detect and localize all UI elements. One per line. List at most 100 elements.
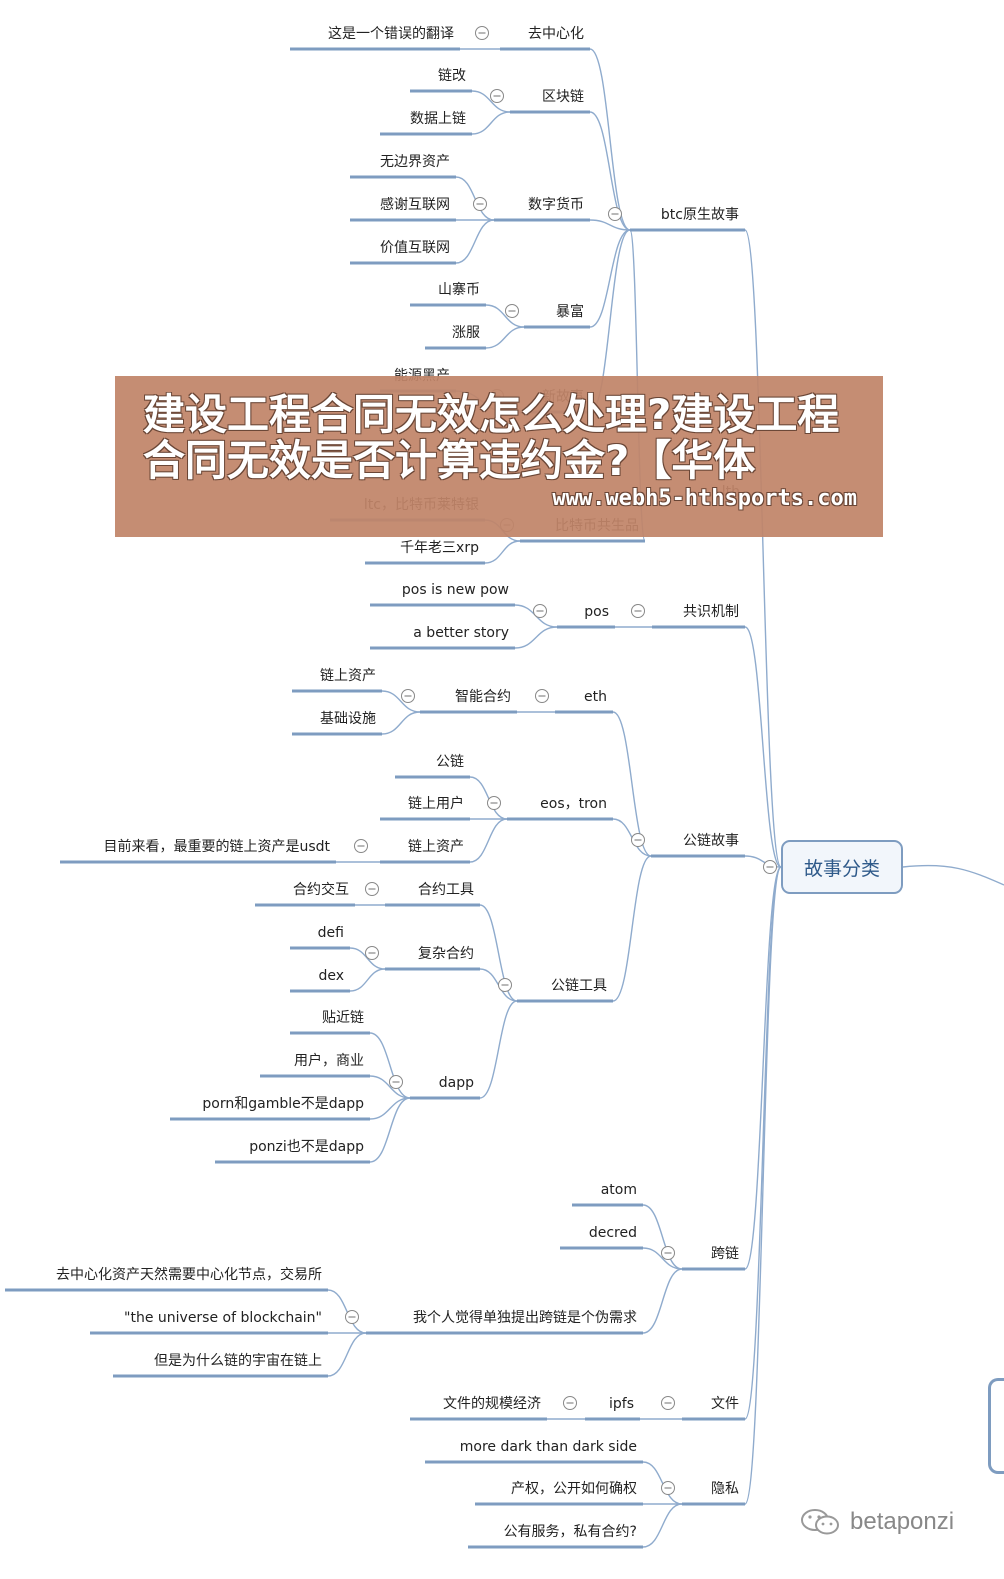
branch-glgj-dapp — [479, 1000, 518, 1099]
node-better[interactable]: a better story — [413, 625, 509, 641]
node-gxhlw[interactable]: 感谢互联网 — [380, 196, 450, 213]
root-node[interactable]: 故事分类 — [781, 840, 903, 894]
node-jcss[interactable]: 基础设施 — [320, 710, 376, 727]
branch-baofu-szb — [485, 304, 525, 328]
collapse-icon-wgr[interactable] — [345, 1310, 359, 1324]
collapse-icon-qzxh[interactable] — [475, 26, 489, 40]
node-dsws[interactable]: 但是为什么链的宇宙在链上 — [154, 1353, 322, 1369]
branch-glgs-glgj — [612, 855, 652, 1002]
node-sjsl[interactable]: 数据上链 — [410, 111, 466, 127]
banner-url[interactable]: www.webh5-hthsports.com — [552, 486, 857, 511]
node-eos[interactable]: eos，tron — [540, 796, 607, 812]
node-ipfs[interactable]: ipfs — [609, 1396, 634, 1412]
node-dex[interactable]: dex — [318, 968, 344, 984]
node-liangai[interactable]: 链改 — [438, 68, 466, 84]
collapse-icon-znhy[interactable] — [401, 689, 415, 703]
branch-dapp-tjl — [369, 1032, 411, 1099]
node-fzhy[interactable]: 复杂合约 — [418, 945, 474, 962]
node-pos[interactable]: pos — [584, 604, 609, 620]
node-hygj[interactable]: 合约工具 — [418, 882, 474, 898]
branch-kl-atom — [642, 1204, 683, 1270]
overlay-banner[interactable]: 建设工程合同无效怎么处理?建设工程合同无效是否计算违约金?【华体 www.web… — [115, 376, 883, 537]
branch-btc-baofu — [589, 229, 631, 328]
node-wj[interactable]: 文件 — [711, 1396, 739, 1412]
collapse-icon-pos[interactable] — [533, 604, 547, 618]
node-dapp[interactable]: dapp — [439, 1075, 474, 1091]
collapse-icon-eos[interactable] — [487, 796, 501, 810]
node-baofu[interactable]: 暴富 — [556, 303, 584, 320]
node-znhy[interactable]: 智能合约 — [455, 689, 511, 705]
collapse-icon-fzhy[interactable] — [365, 946, 379, 960]
node-usdt[interactable]: 目前来看，最重要的链上资产是usdt — [103, 838, 330, 855]
node-szhb[interactable]: 数字货币 — [528, 196, 584, 213]
collapse-icon-szhb[interactable] — [473, 197, 487, 211]
node-lszc1[interactable]: 链上资产 — [320, 668, 376, 684]
collapse-icon-baofu[interactable] — [505, 304, 519, 318]
collapse-icon-btc[interactable] — [608, 207, 622, 221]
node-gl[interactable]: 公链 — [436, 754, 464, 770]
branch-wgr-qzxzc — [327, 1289, 367, 1334]
node-glgj[interactable]: 公链工具 — [551, 978, 607, 994]
branch-root-ys — [744, 866, 782, 1505]
branch-eos-lszc2 — [469, 818, 508, 863]
collapse-icon-kl[interactable] — [661, 1246, 675, 1260]
collapse-icon-gsjz[interactable] — [631, 604, 645, 618]
node-wjgm[interactable]: 文件的规模经济 — [443, 1396, 541, 1412]
branch-kl-wgr — [642, 1268, 683, 1334]
node-btc[interactable]: btc原生故事 — [661, 207, 739, 223]
branch-glgs-eth — [612, 711, 652, 857]
node-tjl[interactable]: 贴近链 — [322, 1010, 364, 1026]
node-atom[interactable]: atom — [601, 1182, 637, 1198]
collapse-icon-lszc2[interactable] — [354, 839, 368, 853]
collapse-icon-ipfs[interactable] — [563, 1396, 577, 1410]
watermark: betaponzi — [800, 1505, 954, 1539]
branch-dapp-yhsy — [369, 1075, 411, 1099]
node-wgr[interactable]: 我个人觉得单独提出跨链是个伪需求 — [413, 1309, 637, 1326]
node-porn[interactable]: porn和gamble不是dapp — [202, 1096, 364, 1112]
node-cuowu[interactable]: 这是一个错误的翻译 — [328, 25, 454, 42]
node-zhangfu[interactable]: 涨服 — [452, 325, 480, 341]
node-yhsy[interactable]: 用户，商业 — [294, 1052, 364, 1069]
node-qzxh[interactable]: 去中心化 — [528, 26, 584, 42]
node-wbjzc[interactable]: 无边界资产 — [380, 154, 450, 170]
branch-pos-better — [514, 626, 558, 649]
node-gsjz[interactable]: 共识机制 — [683, 604, 739, 620]
node-szb[interactable]: 山寨币 — [438, 281, 480, 298]
collapse-icon-dapp[interactable] — [389, 1075, 403, 1089]
branch-qkl-sjsl — [471, 111, 511, 135]
node-ys[interactable]: 隐私 — [711, 1481, 739, 1497]
node-qnls[interactable]: 千年老三xrp — [400, 540, 479, 556]
collapse-icon-glgs[interactable] — [631, 833, 645, 847]
node-defi[interactable]: defi — [318, 925, 344, 941]
branch-dapp-ponzi — [369, 1097, 411, 1163]
collapse-icon-wj[interactable] — [661, 1396, 675, 1410]
branch-btc-qzxh — [589, 48, 631, 231]
node-kl[interactable]: 跨链 — [711, 1246, 739, 1262]
branch-lines — [327, 48, 1004, 1548]
collapse-icon-qkl[interactable] — [490, 89, 504, 103]
node-underlines — [5, 47, 745, 1549]
node-hyjh[interactable]: 合约交互 — [293, 881, 349, 898]
collapse-icon-root[interactable] — [763, 860, 777, 874]
node-lsyh[interactable]: 链上用户 — [408, 795, 464, 812]
node-decred[interactable]: decred — [589, 1225, 637, 1241]
node-universe[interactable]: "the universe of blockchain" — [124, 1310, 322, 1326]
node-lszc2[interactable]: 链上资产 — [408, 839, 464, 855]
collapse-icon-eth[interactable] — [535, 689, 549, 703]
node-glgs[interactable]: 公链故事 — [683, 833, 739, 849]
node-cq[interactable]: 产权，公开如何确权 — [511, 1481, 637, 1497]
node-jzhlw[interactable]: 价值互联网 — [380, 240, 450, 256]
collapse-icon-glgj[interactable] — [498, 978, 512, 992]
node-qkl[interactable]: 区块链 — [542, 89, 584, 105]
branch-root-glgs — [744, 855, 782, 868]
collapse-icon-ys[interactable] — [661, 1481, 675, 1495]
node-posnew[interactable]: pos is new pow — [402, 582, 509, 598]
node-more[interactable]: more dark than dark side — [460, 1439, 637, 1455]
node-ponzi[interactable]: ponzi也不是dapp — [249, 1139, 364, 1155]
node-qzxzc[interactable]: 去中心化资产天然需要中心化节点，交易所 — [56, 1266, 322, 1283]
node-gyfw[interactable]: 公有服务，私有合约? — [504, 1524, 637, 1540]
node-eth[interactable]: eth — [584, 689, 607, 705]
branch-szhb-wbjzc — [455, 176, 495, 221]
collapse-icon-hygj[interactable] — [365, 882, 379, 896]
